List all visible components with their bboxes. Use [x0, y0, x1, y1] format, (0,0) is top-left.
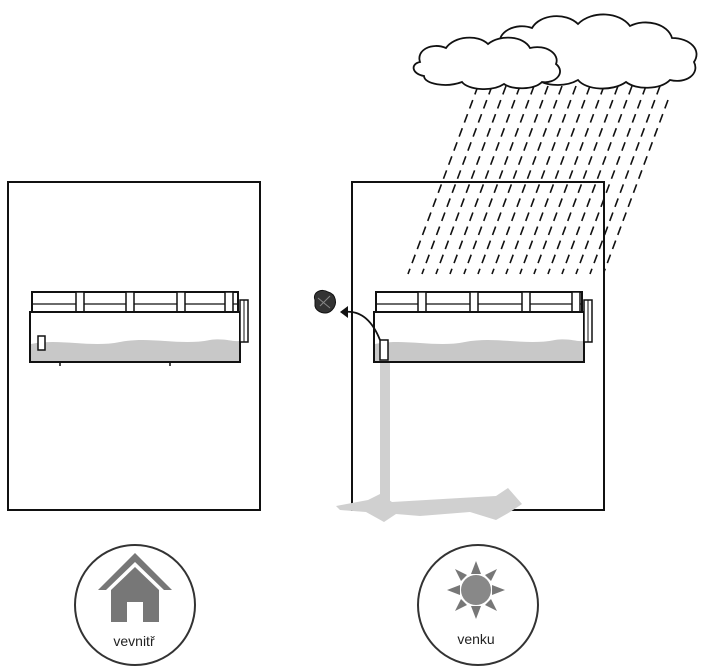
house-icon: [98, 553, 172, 622]
drain-pipe: [336, 358, 522, 522]
rain: [407, 85, 669, 275]
outdoor-label: venku: [457, 631, 494, 647]
indoor-badge: vevnitř: [74, 544, 196, 666]
debris-leaf-icon: [313, 289, 336, 314]
indoor-label: vevnitř: [113, 633, 155, 649]
outdoor-tray-unit: [373, 291, 593, 363]
indoor-wall-frame: [7, 181, 261, 511]
sun-icon: [447, 561, 505, 619]
indoor-tray-unit: [29, 291, 249, 366]
outdoor-badge: venku: [417, 544, 539, 666]
rain-cloud-icon: [412, 13, 698, 90]
ground-puddle: [336, 488, 522, 522]
indoor-water: [31, 339, 239, 361]
outdoor-water: [375, 339, 583, 361]
outdoor-panel: [313, 13, 698, 522]
indoor-panel: [7, 181, 261, 511]
